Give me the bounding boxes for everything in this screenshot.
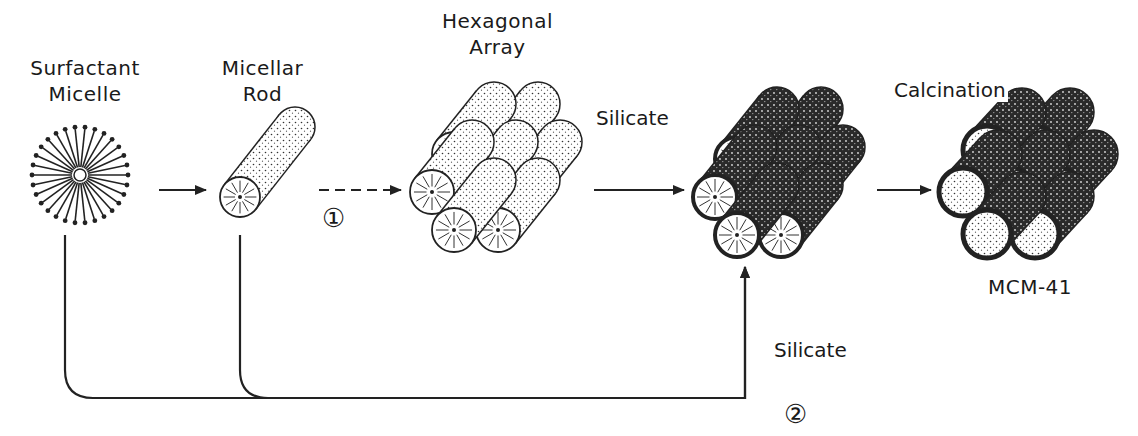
- node-label: Hexagonal Array: [413, 8, 583, 60]
- arrow-connector: [159, 189, 206, 191]
- illustration-node: Micellar Rod: [210, 55, 315, 235]
- illustration-node: MCM-41: [935, 90, 1125, 300]
- edge-label: Silicate: [594, 106, 671, 130]
- node-label: Surfactant Micelle: [20, 55, 150, 107]
- callout-number: ②: [782, 402, 809, 426]
- node-label: Micellar Rod: [213, 55, 313, 107]
- arrow-connector: [594, 189, 684, 191]
- arrow-connector: [319, 189, 401, 191]
- mcm-illustration: [935, 90, 1125, 300]
- coated-illustration: [688, 85, 873, 265]
- node-label: MCM-41: [988, 274, 1072, 300]
- callout-number: ①: [320, 206, 347, 230]
- arrow-connector: [240, 235, 745, 398]
- edge-label: Calcination: [892, 78, 1008, 102]
- arrow-connector: [65, 235, 745, 398]
- illustration-node: [688, 85, 873, 265]
- illustration-node: Surfactant Micelle: [15, 55, 155, 235]
- illustration-node: Hexagonal Array: [405, 8, 590, 258]
- route-label: Silicate: [772, 338, 849, 362]
- arrow-connector: [877, 189, 931, 191]
